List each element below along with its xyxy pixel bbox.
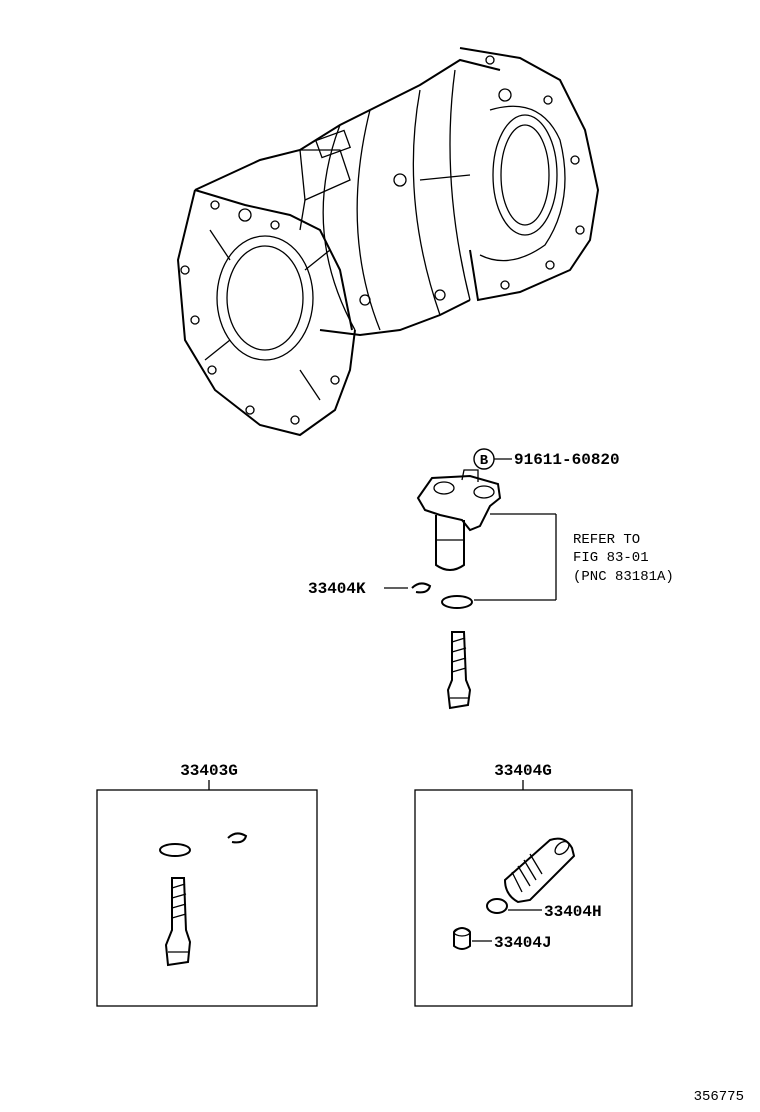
kit-left-part-number: 33403G [180,762,238,780]
kit-left-gear-shaft [164,877,192,967]
bolt-callout: B 91611-60820 [473,448,620,470]
refer-to-line-2: FIG 83-01 [573,550,649,566]
speed-sensor-drawing [416,469,557,601]
kit-right-seal [453,927,471,950]
refer-to-line-1: REFER TO [573,532,640,548]
kit-right-box [414,789,633,1007]
bolt-part-number: 91611-60820 [514,451,620,469]
kit-right-oring-part-number: 33404H [544,903,602,921]
kit-right-seal-part-number: 33404J [494,934,552,952]
kit-left-box [96,789,318,1007]
kit-left-oring [159,843,191,857]
transmission-case-drawing [176,47,600,437]
figure-id: 356775 [694,1089,744,1105]
kit-right-sleeve [503,837,576,904]
kit-right-oring [486,898,508,914]
kit-left-snap-ring [227,832,248,844]
bolt-badge-letter: B [480,453,489,469]
kit-right-part-number: 33404G [494,762,552,780]
refer-to-line-3: (PNC 83181A) [573,569,674,585]
oring-large [441,595,473,609]
oring-part-number: 33404K [308,580,366,598]
oring-small [411,582,432,594]
driven-gear-shaft [446,631,472,710]
